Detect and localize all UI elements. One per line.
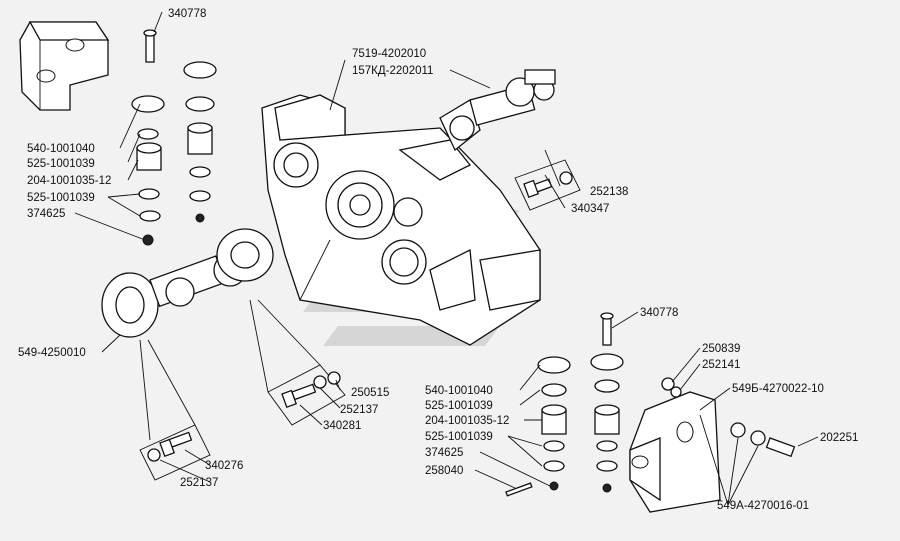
label-204-1001035-12-left: 204-1001035-12 xyxy=(27,175,111,187)
label-204-1001035-12-right: 204-1001035-12 xyxy=(425,415,509,427)
cardan-shaft-left xyxy=(101,228,274,338)
bolt-kit-340281 xyxy=(267,364,346,426)
bolt-340778-left xyxy=(143,29,157,63)
label-549-4250010: 549-4250010 xyxy=(18,347,86,359)
label-7519-4202010: 7519-4202010 xyxy=(352,48,426,60)
label-202251: 202251 xyxy=(820,432,858,444)
label-374625-left: 374625 xyxy=(27,208,65,220)
mount-bracket-left xyxy=(19,21,110,111)
bolt-nut-340347-252138 xyxy=(514,159,581,211)
label-374625-right: 374625 xyxy=(425,447,463,459)
bolt-kit-340276 xyxy=(139,424,211,481)
label-252138: 252138 xyxy=(590,186,628,198)
label-340347: 340347 xyxy=(571,203,609,215)
label-250515: 250515 xyxy=(351,387,389,399)
coupling-shaft-upper xyxy=(439,69,556,152)
nut-washer-250839-252141 xyxy=(661,377,682,398)
bushing-stack-left xyxy=(131,95,165,246)
label-540-1001040-right: 540-1001040 xyxy=(425,385,493,397)
mount-bracket-right xyxy=(629,391,721,513)
bolt-kit-202251 xyxy=(730,422,796,458)
label-252137-bottom: 252137 xyxy=(180,477,218,489)
leader-lines xyxy=(74,11,819,506)
label-525-1001039-left-b: 525-1001039 xyxy=(27,192,95,204)
bushing-stack-right-2 xyxy=(590,353,624,493)
label-252141: 252141 xyxy=(702,359,740,371)
bushing-stack-left-2 xyxy=(183,61,217,223)
label-549a-4270016-01: 549А-4270016-01 xyxy=(717,500,809,512)
label-540-1001040-left: 540-1001040 xyxy=(27,143,95,155)
label-549b-4270022-10: 549Б-4270022-10 xyxy=(732,383,824,395)
bolt-340778-right xyxy=(600,312,614,346)
label-525-1001039-left-a: 525-1001039 xyxy=(27,158,95,170)
label-340281: 340281 xyxy=(323,420,361,432)
label-525-1001039-right-a: 525-1001039 xyxy=(425,400,493,412)
label-157kd-2202011: 157КД-2202011 xyxy=(352,65,433,77)
pin-258040 xyxy=(505,482,533,497)
gearbox-housing xyxy=(261,94,541,346)
label-252137-shaft: 252137 xyxy=(340,404,378,416)
label-340276: 340276 xyxy=(205,460,243,472)
label-258040: 258040 xyxy=(425,465,463,477)
label-340778-right: 340778 xyxy=(640,307,678,319)
label-250839: 250839 xyxy=(702,343,740,355)
bushing-stack-right-1 xyxy=(537,356,571,491)
label-340778-left: 340778 xyxy=(168,8,206,20)
label-525-1001039-right-b: 525-1001039 xyxy=(425,431,493,443)
